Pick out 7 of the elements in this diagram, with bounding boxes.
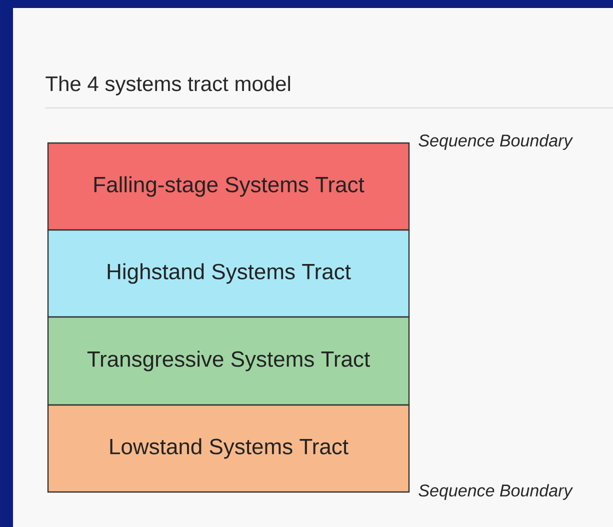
tract-band: Highstand Systems Tract [47, 229, 410, 318]
boundary-label: Sequence Boundary [418, 484, 574, 500]
tract-band: Lowstand Systems Tract [47, 404, 410, 493]
title: The 4 systems tract model [46, 76, 290, 96]
tract-band: Falling-stage Systems Tract [47, 142, 410, 231]
boundary-label: Sequence Boundary [418, 134, 574, 150]
tract-band: Transgressive Systems Tract [47, 316, 410, 406]
